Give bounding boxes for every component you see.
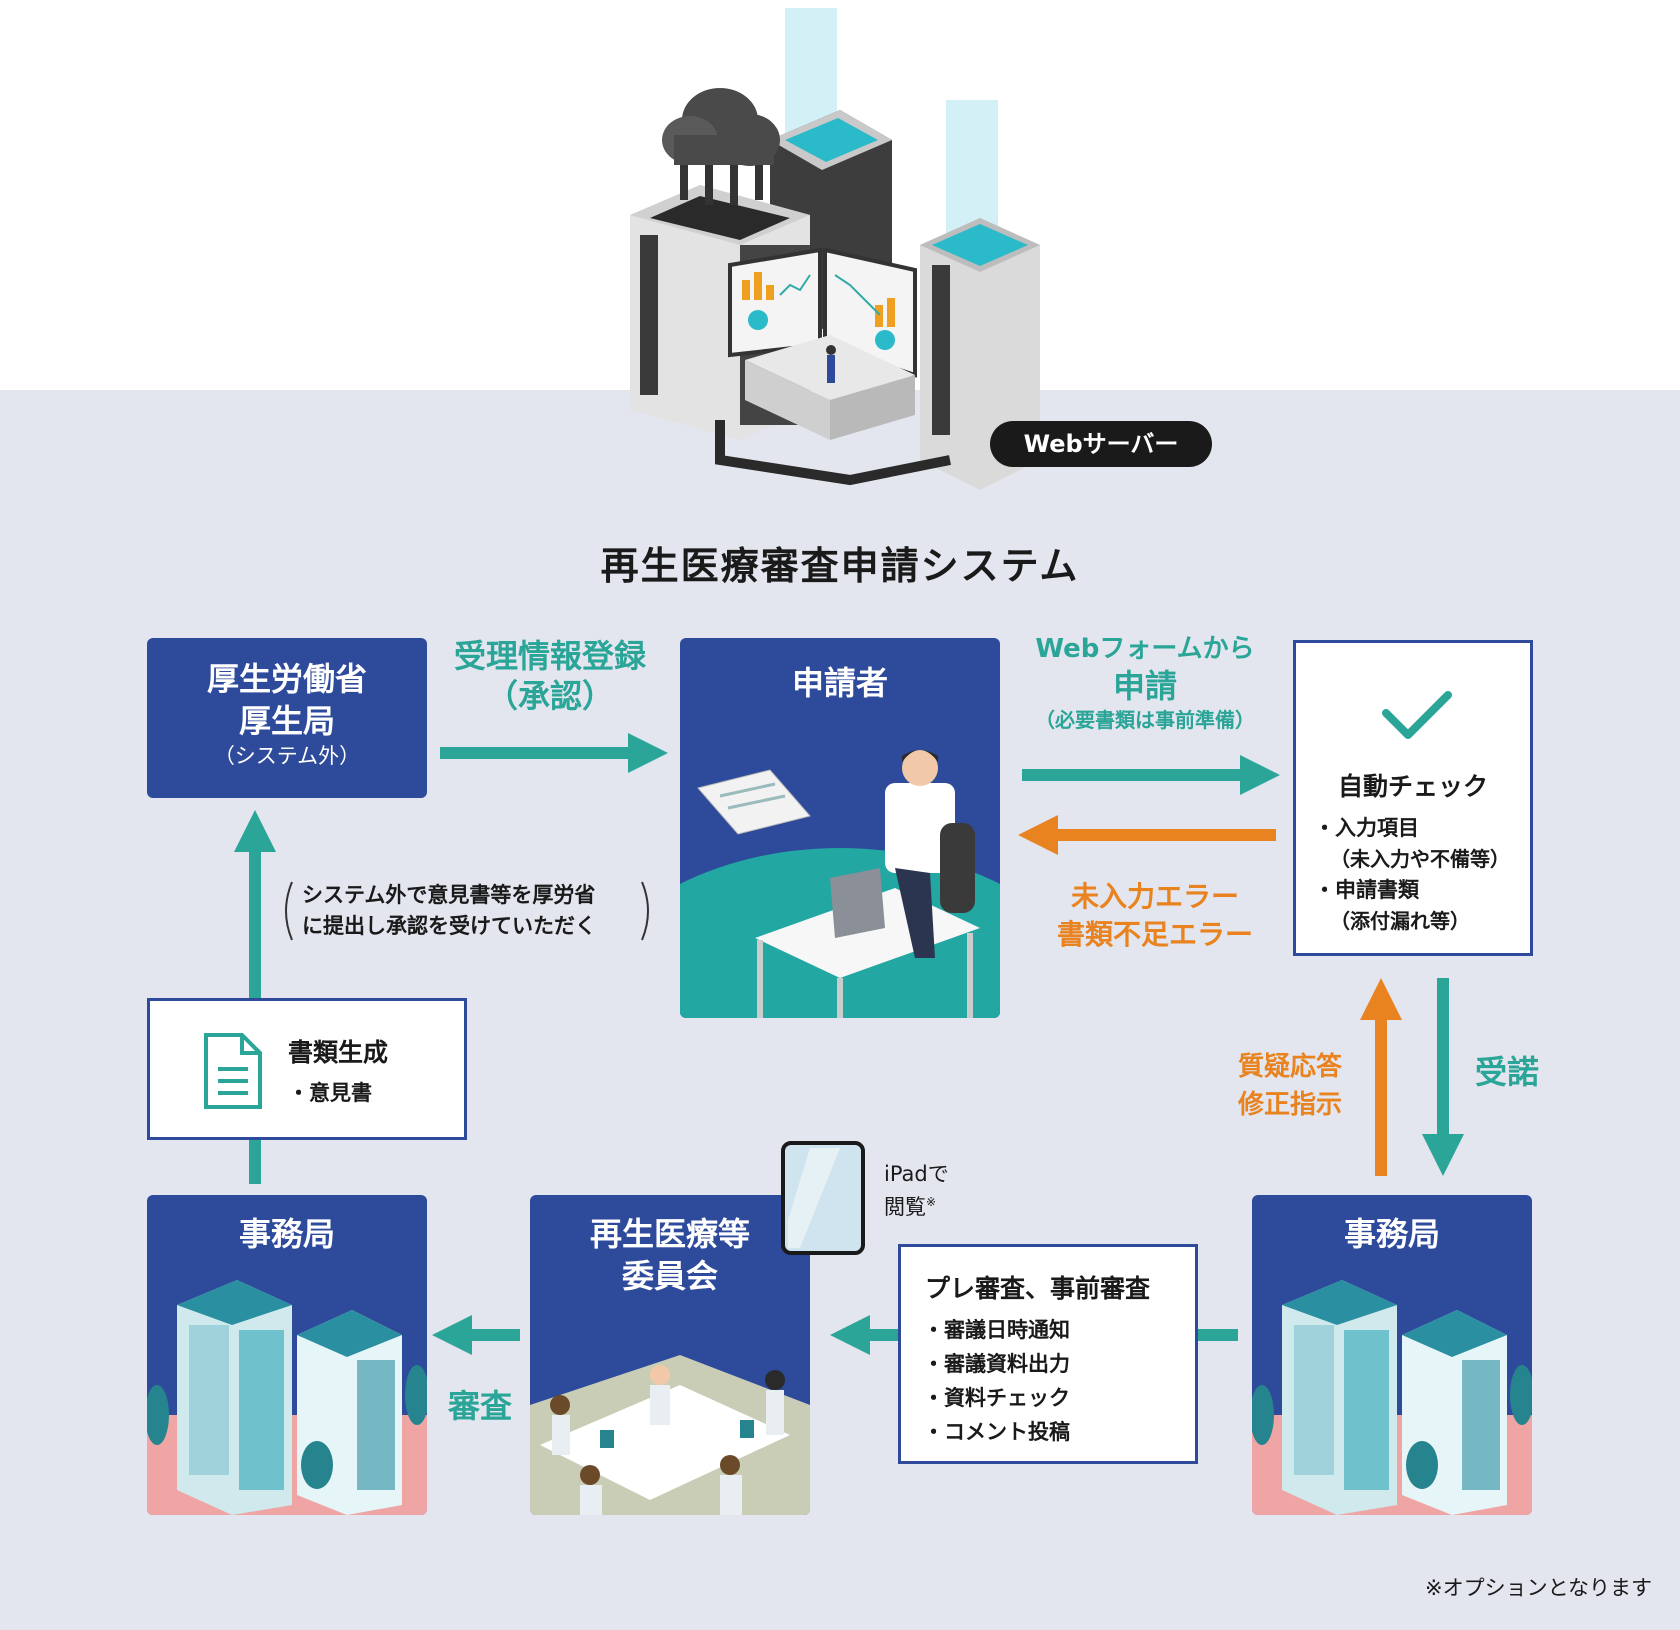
pre-review-item: ・資料チェック <box>923 1386 1070 1410</box>
error-line2: 書類不足エラー <box>1056 918 1253 951</box>
error-line1: 未入力エラー <box>1070 880 1239 913</box>
arrow-up-qa <box>1360 978 1402 1176</box>
qa-line1: 質疑応答 <box>1237 1052 1342 1082</box>
committee-line1: 再生医療等 <box>589 1215 750 1253</box>
auto-check-box: 自動チェック ・入力項目 （未入力や不備等） ・申請書類 （添付漏れ等） <box>1293 640 1533 956</box>
pre-review-item: ・審議資料出力 <box>923 1352 1070 1376</box>
check-item-2: ・申請書類 <box>1314 878 1419 902</box>
review-label: 審査 <box>447 1387 512 1425</box>
meeting-illustration <box>530 1355 810 1515</box>
approval-line2: （承認） <box>485 677 614 715</box>
arrow-error <box>1018 815 1276 855</box>
document-icon <box>204 1033 262 1109</box>
office-left-title: 事務局 <box>238 1215 335 1253</box>
doc-generation-title: 書類生成 <box>288 1038 389 1067</box>
checkmark-icon <box>1382 691 1452 739</box>
applicant-box: 申請者 <box>680 638 1000 1018</box>
error-label: 未入力エラー 書類不足エラー <box>1030 878 1280 954</box>
auto-check-list: ・入力項目 （未入力や不備等） ・申請書類 （添付漏れ等） <box>1314 813 1524 937</box>
web-form-line1: Webフォームから <box>1035 634 1255 664</box>
doc-generation-item: ・意見書 <box>288 1081 372 1105</box>
mhlw-box: 厚生労働省 厚生局 （システム外） <box>147 638 427 798</box>
qa-label: 質疑応答 修正指示 <box>1220 1048 1360 1124</box>
pre-review-item: ・コメント投稿 <box>923 1420 1070 1444</box>
committee-box: 再生医療等 委員会 <box>530 1195 810 1515</box>
office-building-illustration <box>1252 1280 1532 1515</box>
arrow-approval <box>440 733 668 773</box>
applicant-title: 申請者 <box>791 664 888 702</box>
ipad-note-line2: 閲覧※ <box>884 1188 949 1221</box>
approval-line1: 受理情報登録 <box>453 637 646 675</box>
mhlw-note: （システム外） <box>213 744 361 768</box>
pre-review-list: ・審議日時通知 ・審議資料出力 ・資料チェック ・コメント投稿 <box>923 1313 1070 1449</box>
ipad-note-mark: ※ <box>926 1195 937 1209</box>
outside-note-line2: に提出し承認を受けていただく <box>302 914 596 938</box>
web-form-line2: 申請 <box>1112 667 1177 705</box>
office-right-box: 事務局 <box>1252 1195 1532 1515</box>
office-left-box: 事務局 <box>147 1195 427 1515</box>
web-server-badge: Webサーバー <box>990 421 1212 467</box>
accept-label: 受諾 <box>1474 1053 1539 1091</box>
pre-review-box: プレ審査、事前審査 ・審議日時通知 ・審議資料出力 ・資料チェック ・コメント投… <box>898 1244 1198 1464</box>
arrow-down-accept <box>1422 978 1464 1176</box>
ipad-note-line2-text: 閲覧 <box>884 1195 926 1219</box>
connector-office-right <box>1196 1329 1238 1341</box>
page-title: 再生医療審査申請システム <box>600 544 1080 588</box>
ipad-note-line1: iPadで <box>884 1162 949 1186</box>
check-item-1: ・入力項目 <box>1314 816 1419 840</box>
check-item-2-sub: （添付漏れ等） <box>1330 909 1470 933</box>
applicant-illustration <box>680 750 1000 1018</box>
arrow-up-left <box>234 810 276 1184</box>
qa-line2: 修正指示 <box>1237 1090 1342 1120</box>
outside-note: システム外で意見書等を厚労省 に提出し承認を受けていただく <box>278 880 656 942</box>
arrow-web-form <box>1022 755 1280 795</box>
ipad-note: iPadで 閲覧※ <box>884 1160 949 1221</box>
approval-label: 受理情報登録 （承認） <box>430 636 670 716</box>
office-building-illustration <box>147 1280 427 1515</box>
auto-check-title: 自動チェック <box>1337 772 1488 801</box>
cloud-server-icon <box>630 8 1040 490</box>
ipad-icon <box>781 1141 865 1255</box>
pre-review-title: プレ審査、事前審査 <box>925 1274 1151 1303</box>
web-form-line3: （必要書類は事前準備） <box>1035 708 1255 732</box>
web-form-label: Webフォームから 申請 （必要書類は事前準備） <box>1005 632 1285 734</box>
arrow-pre-review-left <box>830 1315 898 1355</box>
doc-generation-box: 書類生成 ・意見書 <box>147 998 467 1140</box>
web-server-illustration <box>630 0 1060 490</box>
mhlw-line2: 厚生局 <box>238 702 335 740</box>
office-right-title: 事務局 <box>1343 1215 1440 1253</box>
footnote: ※オプションとなります <box>1425 1576 1652 1600</box>
arrow-review <box>432 1315 520 1355</box>
mhlw-line1: 厚生労働省 <box>206 660 367 698</box>
check-item-1-sub: （未入力や不備等） <box>1330 847 1510 871</box>
committee-line2: 委員会 <box>621 1257 718 1295</box>
outside-note-line1: システム外で意見書等を厚労省 <box>302 883 596 907</box>
pre-review-item: ・審議日時通知 <box>923 1318 1070 1342</box>
bracket-shapes <box>285 881 649 941</box>
